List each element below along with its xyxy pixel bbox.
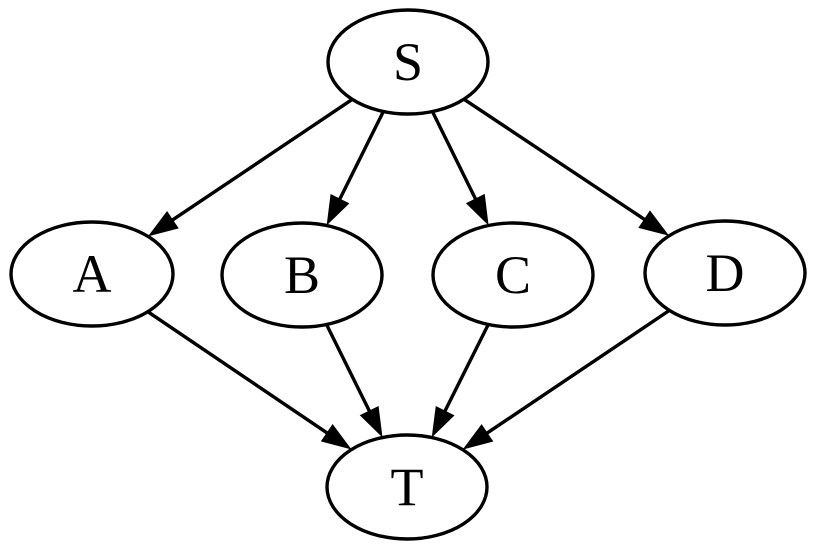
node-D: D (643, 219, 807, 327)
node-ellipse (325, 433, 489, 541)
arrowhead-icon (638, 210, 670, 236)
arrowhead-icon (326, 193, 350, 226)
edge-line (324, 323, 372, 414)
node-ellipse (431, 221, 595, 329)
node-B: B (220, 221, 384, 329)
node-ellipse (326, 8, 490, 116)
edge-line (170, 97, 354, 223)
edge-B-T (324, 323, 383, 438)
arrowhead-icon (320, 424, 352, 450)
edge-C-T (431, 323, 490, 438)
edge-line (484, 308, 671, 436)
edge-S-C (430, 110, 489, 226)
edge-S-B (326, 110, 385, 226)
arrowhead-icon (431, 406, 455, 438)
node-label: D (706, 243, 745, 303)
node-S: S (326, 8, 490, 116)
edges-layer (146, 97, 671, 450)
edge-S-D (462, 97, 670, 236)
node-label: C (495, 245, 531, 305)
edge-line (430, 110, 478, 202)
node-ellipse (220, 221, 384, 329)
node-label: T (391, 457, 424, 517)
arrowhead-icon (148, 210, 179, 237)
edge-line (337, 110, 385, 202)
node-label: B (284, 245, 320, 305)
arrowhead-icon (462, 424, 494, 450)
node-T: T (325, 433, 489, 541)
edge-line (146, 310, 330, 436)
arrowhead-icon (465, 193, 489, 226)
edge-line (462, 97, 647, 222)
edge-D-T (462, 308, 671, 450)
node-A: A (9, 220, 175, 328)
node-C: C (431, 221, 595, 329)
edge-A-T (146, 310, 352, 450)
arrowhead-icon (359, 405, 383, 438)
node-label: A (73, 244, 112, 304)
node-label: S (393, 32, 423, 92)
node-ellipse (9, 220, 175, 328)
node-ellipse (643, 219, 807, 327)
nodes-layer: S A B C D T (9, 8, 807, 541)
edge-S-A (148, 97, 354, 237)
edge-line (442, 323, 490, 414)
